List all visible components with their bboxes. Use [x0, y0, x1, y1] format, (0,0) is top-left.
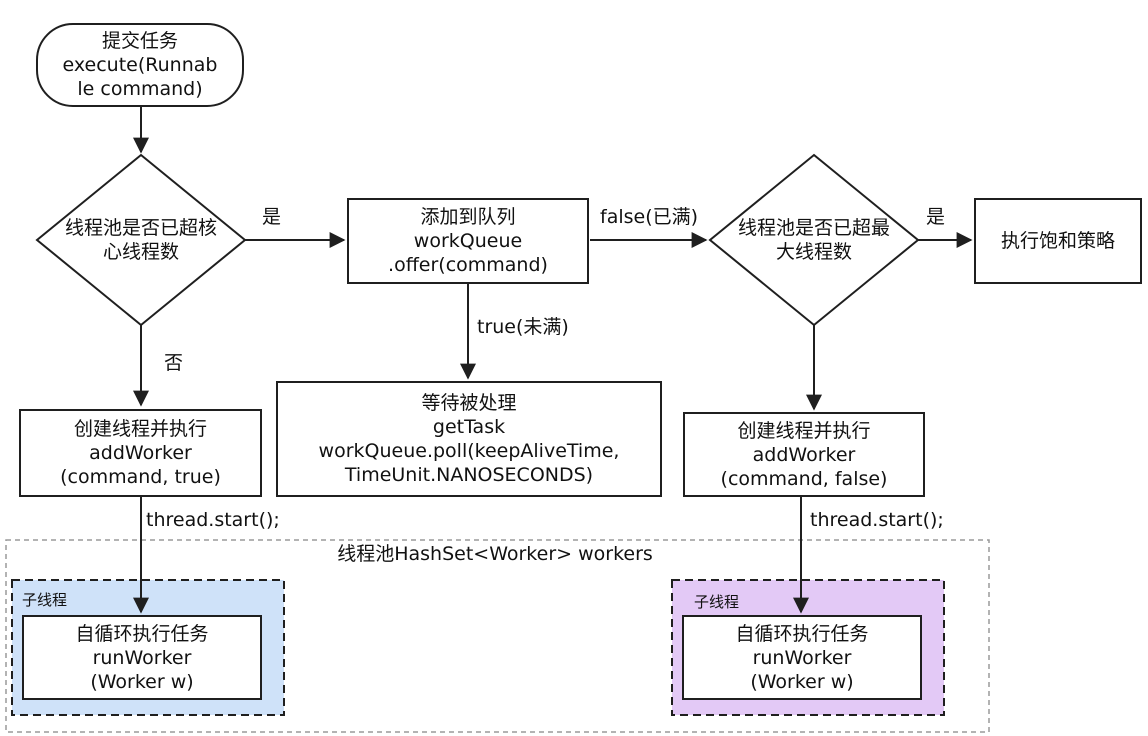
decision-core-line2: 心线程数: [102, 241, 179, 263]
wait-line4: TimeUnit.NANOSECONDS): [344, 464, 594, 486]
worker-left-line1: 自循环执行任务: [75, 622, 209, 645]
add-queue-node: 添加到队列 workQueue .offer(command): [347, 198, 589, 284]
decision-max-line2: 大线程数: [775, 241, 852, 263]
start-line1: 提交任务: [101, 30, 178, 52]
wait-line1: 等待被处理: [421, 392, 517, 414]
edge-label-thread-start-1: thread.start();: [146, 509, 280, 531]
decision-max-line1: 线程池是否已超最: [737, 217, 890, 239]
start-line3: le command): [77, 78, 203, 100]
start-line2: execute(Runnab: [62, 54, 218, 76]
worker-left-node: 自循环执行任务 runWorker (Worker w): [22, 615, 262, 700]
worker-left-line2: runWorker: [92, 646, 192, 669]
wait-line3: workQueue.poll(keepAliveTime,: [318, 440, 620, 462]
worker-left-tag: 子线程: [22, 591, 68, 609]
thread-pool-container: [5, 539, 990, 733]
add-queue-line1: 添加到队列: [420, 206, 516, 228]
worker-right-tag: 子线程: [694, 593, 740, 611]
decision-core-line1: 线程池是否已超核: [64, 217, 217, 239]
edge-label-yes-2: 是: [926, 206, 946, 228]
edge-label-no-1: 否: [164, 352, 184, 374]
decision-max-node: 线程池是否已超最 大线程数: [710, 200, 918, 280]
reject-node: 执行饱和策略: [974, 198, 1142, 284]
start-terminal: [36, 23, 244, 107]
wait-node: 等待被处理 getTask workQueue.poll(keepAliveTi…: [276, 381, 662, 497]
create-max-line3: (command, false): [720, 467, 888, 490]
worker-right-line2: runWorker: [752, 646, 852, 669]
create-core-line3: (command, true): [60, 466, 221, 488]
create-max-node: 创建线程并执行 addWorker (command, false): [683, 412, 925, 497]
add-queue-line3: .offer(command): [388, 254, 548, 276]
edge-label-yes-1: 是: [262, 206, 282, 228]
edge-label-true-not-full: true(未满): [477, 316, 569, 338]
thread-pool-title: 线程池HashSet<Worker> workers: [337, 543, 653, 565]
create-core-line1: 创建线程并执行: [73, 418, 207, 440]
worker-right-line1: 自循环执行任务: [735, 622, 869, 645]
create-max-line2: addWorker: [752, 443, 856, 466]
create-max-line1: 创建线程并执行: [737, 419, 871, 442]
start-node: 提交任务 execute(Runnab le command): [37, 24, 243, 106]
decision-core-node: 线程池是否已超核 心线程数: [37, 200, 245, 280]
reject-line1: 执行饱和策略: [1000, 230, 1115, 252]
edge-label-thread-start-2: thread.start();: [810, 509, 944, 531]
add-queue-line2: workQueue: [413, 230, 523, 252]
worker-left-line3: (Worker w): [90, 670, 194, 693]
worker-right-line3: (Worker w): [750, 670, 854, 693]
edge-label-false-full: false(已满): [600, 206, 699, 228]
create-core-node: 创建线程并执行 addWorker (command, true): [19, 409, 262, 497]
create-core-line2: addWorker: [89, 442, 192, 464]
worker-right-node: 自循环执行任务 runWorker (Worker w): [682, 615, 922, 700]
wait-line2: getTask: [432, 416, 506, 438]
